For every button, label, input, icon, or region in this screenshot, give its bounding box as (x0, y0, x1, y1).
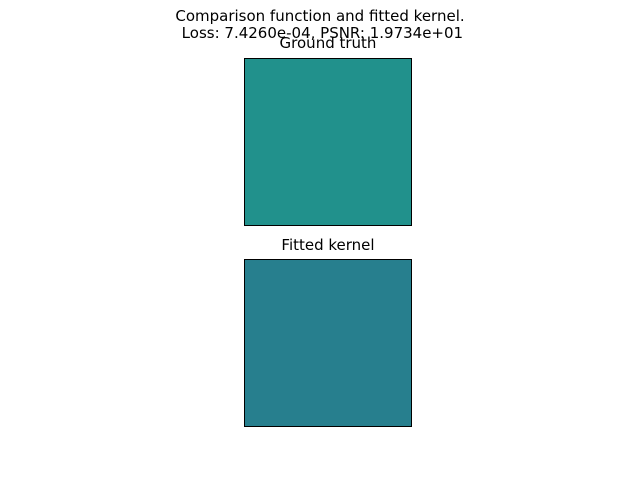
fitted-kernel-heatmap (244, 259, 412, 427)
suptitle-line-2: Loss: 7.4260e-04, PSNR: 1.9734e+01 (176, 24, 464, 42)
ground-truth-heatmap (244, 58, 412, 226)
ground-truth-title: Ground truth (279, 34, 377, 52)
figure-suptitle: Comparison function and fitted kernel. L… (0, 8, 640, 42)
suptitle-line-1: Comparison function and fitted kernel. (175, 7, 465, 25)
fitted-kernel-background (245, 260, 411, 426)
fitted-kernel-heatmap-svg (245, 260, 411, 426)
ground-truth-heatmap-svg (245, 59, 411, 225)
fitted-kernel-title: Fitted kernel (281, 236, 375, 254)
ground-truth-background (245, 59, 411, 225)
